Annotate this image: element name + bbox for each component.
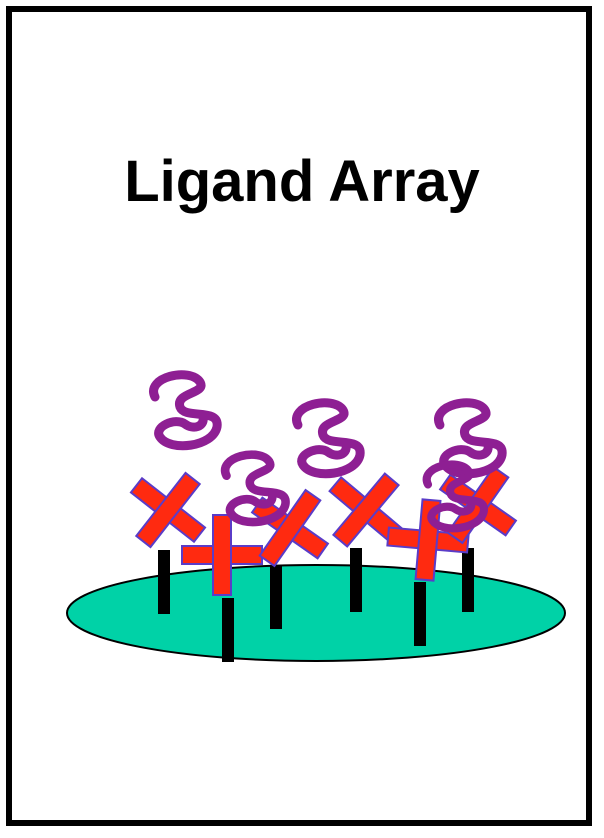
- protein-squiggle: [297, 403, 361, 474]
- linker-post: [270, 565, 282, 629]
- linker-post: [462, 548, 474, 612]
- protein-squiggle: [154, 375, 218, 446]
- linker-post: [350, 548, 362, 612]
- diagram-title: Ligand Array: [124, 149, 480, 214]
- proteins: [154, 375, 503, 529]
- linker-post: [158, 550, 170, 614]
- surface-ellipse: [66, 564, 566, 662]
- linker-post: [414, 582, 426, 646]
- linker-post: [222, 598, 234, 662]
- linker-posts: [158, 548, 474, 662]
